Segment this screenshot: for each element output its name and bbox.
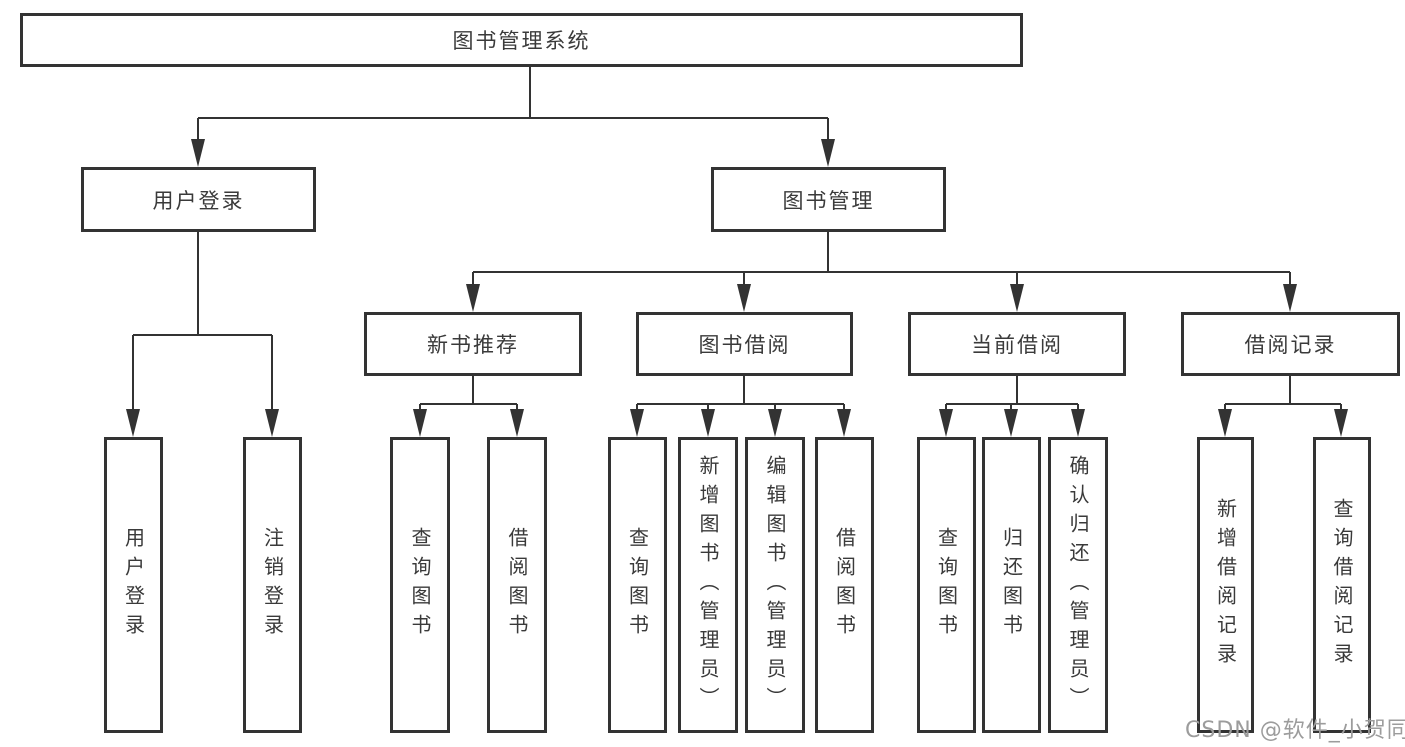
leaf-edit-book-admin: 编辑图书（管理员）	[745, 437, 805, 733]
leaf-query-books-recommend: 查询图书	[390, 437, 450, 733]
leaf-label: 注销登录	[260, 527, 285, 643]
node-label: 用户登录	[152, 188, 245, 213]
leaf-user-login: 用户登录	[104, 437, 163, 733]
leaf-add-book-admin: 新增图书（管理员）	[678, 437, 738, 733]
node-book-borrowing: 图书借阅	[636, 312, 853, 376]
leaf-query-books-borrowing: 查询图书	[608, 437, 667, 733]
node-borrowing-records: 借阅记录	[1181, 312, 1400, 376]
leaf-confirm-return-admin: 确认归还（管理员）	[1048, 437, 1108, 733]
leaf-logout: 注销登录	[243, 437, 302, 733]
node-library-management-system: 图书管理系统	[20, 13, 1023, 67]
node-new-book-recommend: 新书推荐	[364, 312, 582, 376]
node-label: 当前借阅	[971, 333, 1063, 357]
leaf-label: 确认归还（管理员）	[1066, 454, 1090, 716]
leaf-label: 新增借阅记录	[1213, 498, 1238, 672]
leaf-label: 借阅图书	[832, 527, 857, 643]
node-current-borrowing: 当前借阅	[908, 312, 1126, 376]
node-label: 图书借阅	[698, 333, 791, 357]
leaf-return-book: 归还图书	[982, 437, 1041, 733]
node-book-management: 图书管理	[711, 167, 946, 232]
leaf-query-borrow-record: 查询借阅记录	[1313, 437, 1371, 733]
node-label: 图书管理	[782, 188, 875, 213]
leaf-label: 查询图书	[408, 527, 432, 643]
node-label: 新书推荐	[427, 333, 519, 357]
leaf-label: 借阅图书	[505, 527, 529, 643]
leaf-add-borrow-record: 新增借阅记录	[1197, 437, 1254, 733]
node-user-login: 用户登录	[81, 167, 316, 232]
leaf-borrow-books-borrowing: 借阅图书	[815, 437, 874, 733]
leaf-label: 归还图书	[999, 527, 1024, 643]
leaf-query-books-current: 查询图书	[917, 437, 976, 733]
node-label: 借阅记录	[1244, 333, 1337, 357]
leaf-label: 查询图书	[625, 527, 650, 643]
leaf-label: 查询借阅记录	[1330, 498, 1354, 672]
leaf-label: 新增图书（管理员）	[696, 454, 720, 716]
leaf-label: 查询图书	[934, 527, 959, 643]
leaf-label: 编辑图书（管理员）	[763, 454, 787, 716]
leaf-label: 用户登录	[121, 527, 146, 643]
node-label: 图书管理系统	[452, 29, 591, 53]
leaf-borrow-books-recommend: 借阅图书	[487, 437, 547, 733]
csdn-watermark: CSDN @软件_小贺同学	[1185, 718, 1405, 743]
